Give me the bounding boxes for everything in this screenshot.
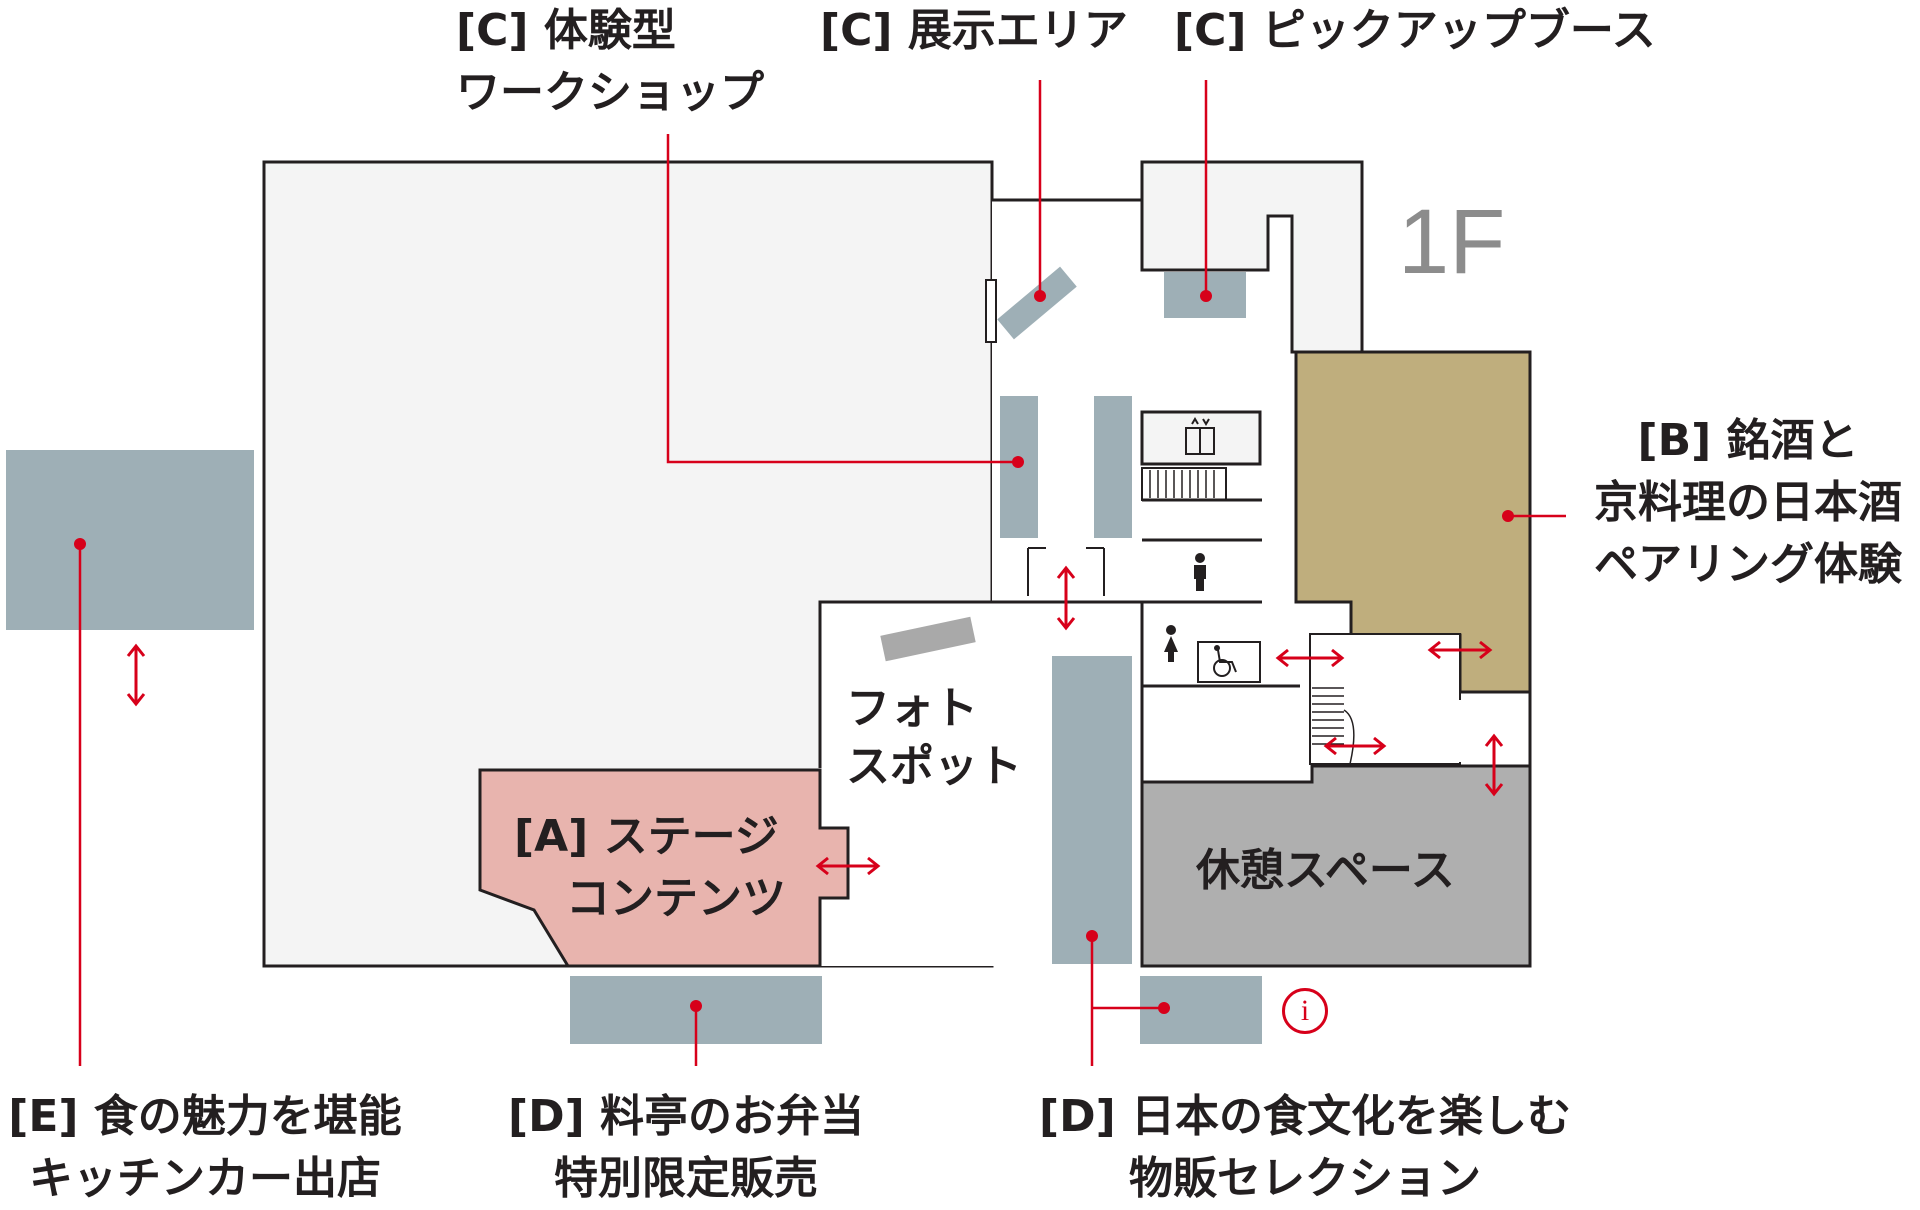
label-pairing-line2: 京料理の日本酒 (1594, 477, 1902, 528)
kitchen-car-booth[interactable] (6, 450, 254, 630)
stage-area[interactable] (478, 768, 850, 968)
male-restroom-icon (1194, 553, 1206, 591)
label-pairing: [B] 銘酒と 京料理の日本酒 ペアリング体験 (1580, 410, 1916, 596)
leader-lines (78, 80, 1566, 1066)
label-photo-spot-line2: スポット (846, 741, 1022, 792)
label-stage-line2: コンテンツ (566, 873, 786, 924)
label-bento-line1: [D] 料亭のお弁当 (507, 1091, 865, 1142)
door-right (1458, 700, 1462, 762)
label-bento: [D] 料亭のお弁当 特別限定販売 (486, 1086, 886, 1210)
label-pairing-line1: [B] 銘酒と (1637, 415, 1859, 466)
label-rest-area: 休憩スペース (1196, 845, 1455, 896)
exhibit-booth[interactable] (997, 266, 1077, 340)
door-left (985, 279, 997, 343)
label-workshop: [C] 体験型 ワークショップ (456, 0, 764, 124)
label-goods-line1: [D] 日本の食文化を楽しむ (1038, 1091, 1572, 1142)
info-icon[interactable]: i (1282, 988, 1328, 1034)
female-restroom-icon (1164, 625, 1178, 662)
photo-spot-walls (818, 600, 1144, 966)
label-kitchen-car: [E] 食の魅力を堪能 キッチンカー出店 (0, 1086, 410, 1210)
label-pairing-line3: ペアリング体験 (1594, 539, 1902, 590)
label-photo-spot-line1: フォト (846, 683, 978, 734)
label-goods-line2: 物販セレクション (1129, 1153, 1481, 1204)
workshop-booth-right[interactable] (1094, 396, 1132, 538)
wheelchair-icon (1213, 645, 1237, 677)
label-exhibit: [C] 展示エリア (820, 5, 1128, 56)
entrance-marks (1027, 547, 1105, 596)
label-photo-spot: フォト スポット (846, 680, 1022, 796)
label-kitchen-car-line2: キッチンカー出店 (29, 1153, 381, 1204)
elevator-icon (1185, 417, 1215, 455)
label-stage: [A] ステージ コンテンツ (514, 806, 786, 930)
label-pickup: [C] ピックアップブース (1174, 5, 1656, 56)
goods-booth-small[interactable] (1140, 976, 1262, 1044)
floor-label: 1F (1398, 191, 1506, 293)
photo-spot-prop (880, 616, 976, 662)
label-stage-line1: [A] ステージ (514, 811, 779, 862)
core-walls (1142, 498, 1300, 688)
label-goods: [D] 日本の食文化を楽しむ 物販セレクション (1020, 1086, 1590, 1210)
corridor (992, 162, 1530, 780)
label-bento-line2: 特別限定販売 (554, 1153, 818, 1204)
label-workshop-line1: [C] 体験型 (456, 5, 676, 56)
stairs-upper-steps (1149, 470, 1215, 498)
stairs-upper (1141, 467, 1227, 501)
label-workshop-line2: ワークショップ (456, 67, 764, 118)
label-kitchen-car-line1: [E] 食の魅力を堪能 (8, 1091, 402, 1142)
flow-arrows (126, 565, 1504, 876)
pickup-room (1140, 160, 1364, 354)
goods-booth-long[interactable] (1052, 656, 1132, 964)
stairs-lower-steps (1312, 687, 1355, 765)
leader-dots (74, 290, 1514, 1014)
